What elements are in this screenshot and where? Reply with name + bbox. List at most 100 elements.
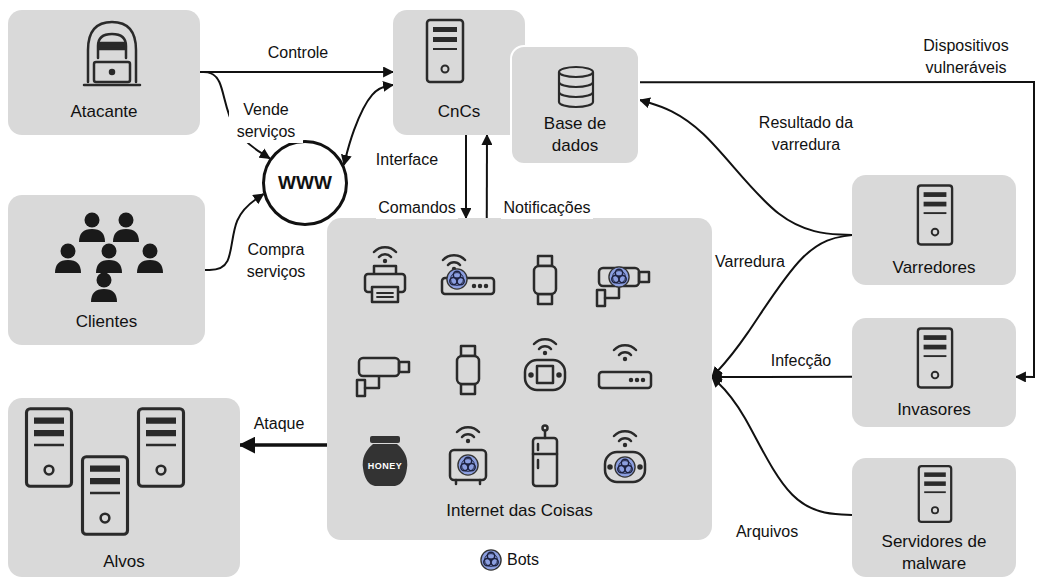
camera-icon (357, 380, 365, 396)
camera-icon (365, 376, 379, 388)
console-icon (525, 360, 565, 390)
printer-icon (372, 287, 398, 302)
watch-icon (534, 266, 556, 294)
node-text: Invasores (897, 399, 971, 421)
fridge-icon (537, 460, 540, 468)
connector-arrow (712, 377, 852, 515)
people-icon (137, 260, 163, 273)
router-icon (599, 372, 651, 388)
camera-icon (597, 290, 605, 306)
console-icon (534, 339, 556, 355)
iot-region: Internet das Coisas (327, 218, 712, 540)
people-icon (85, 213, 100, 228)
malware-server-box: Servidores de malware (852, 458, 1016, 577)
edge-label: Vende serviços (229, 99, 303, 142)
connector-arrow (640, 100, 852, 235)
node-text: Varredores (893, 257, 976, 279)
router-icon (473, 285, 475, 287)
console-icon (615, 457, 635, 477)
legend-item: Bots (480, 549, 539, 571)
bot-symbol (481, 550, 501, 570)
console-icon (537, 366, 553, 383)
scanner-box: Varredores (852, 175, 1016, 285)
server-icon (425, 18, 465, 84)
camera-icon (399, 362, 409, 372)
people-icon (55, 213, 163, 303)
router-icon (442, 255, 494, 294)
iot-devices (327, 218, 712, 498)
connector-arrow (200, 71, 393, 73)
router-icon (447, 269, 467, 289)
server-icon (916, 183, 954, 247)
hub-icon (450, 450, 486, 484)
router-icon (485, 285, 487, 287)
people-icon (52, 211, 164, 303)
people-icon (119, 213, 134, 228)
edge-label: Comandos (376, 197, 457, 219)
attacker-icon (88, 22, 136, 82)
edge-label: Infecção (769, 350, 833, 372)
router-icon (636, 379, 638, 381)
honeypot-icon (363, 444, 408, 486)
attacker-icon (98, 34, 126, 58)
printer-icon (377, 296, 393, 298)
people-icon (143, 244, 158, 259)
server-icon (916, 326, 954, 390)
node-text: Atacante (70, 101, 137, 123)
people-icon (96, 260, 122, 273)
edge-label: Arquivos (734, 521, 800, 543)
honeypot-icon (363, 436, 408, 486)
attacker-icon (84, 84, 140, 87)
node-text: Servidores de malware (874, 531, 994, 575)
watch-icon (538, 294, 552, 304)
connector-arrow (712, 376, 852, 378)
database-icon (556, 65, 596, 109)
attacker-icon (80, 18, 144, 92)
fridge-icon (533, 426, 557, 487)
connector-arrow (200, 72, 270, 158)
watch-icon (457, 356, 479, 384)
node-text: Base de dados (525, 113, 625, 157)
clients-box: Clientes (8, 195, 205, 345)
router-icon (599, 372, 651, 388)
fridge-icon (543, 426, 548, 431)
router-icon (614, 345, 636, 361)
camera-icon (609, 267, 629, 287)
server-icon (917, 464, 953, 524)
watch-icon (461, 346, 475, 356)
watch-icon (461, 384, 475, 394)
edge-label: Varredura (713, 251, 787, 273)
router-icon (630, 379, 632, 381)
edge-label: Controle (266, 42, 330, 64)
attacker-icon (99, 43, 125, 49)
hub-icon (457, 427, 479, 443)
people-icon (91, 289, 117, 302)
hub-icon (455, 480, 458, 484)
connector-arrow (712, 235, 852, 377)
printer-icon (374, 247, 396, 263)
camera-icon (359, 358, 399, 376)
hub-icon (479, 480, 482, 484)
router-icon (599, 345, 651, 388)
console-icon (605, 452, 645, 482)
camera-icon (357, 358, 409, 396)
database-icon (559, 67, 593, 107)
router-icon (642, 379, 644, 381)
people-icon (79, 229, 105, 242)
targets-icon (8, 398, 240, 548)
targets-icon (83, 457, 128, 535)
hub-icon (450, 427, 486, 484)
hub-icon (458, 455, 478, 475)
server-icon (918, 329, 952, 388)
people-icon (97, 273, 112, 288)
console-icon (614, 431, 636, 447)
hub-icon (450, 450, 486, 480)
printer-icon (377, 292, 393, 294)
camera-icon (639, 272, 649, 282)
legend-text: Bots (507, 551, 539, 569)
node-text: Clientes (76, 311, 137, 333)
watch-icon (538, 256, 552, 266)
web-circle: WWW (262, 140, 348, 226)
database-box: Base de dados (510, 45, 640, 165)
